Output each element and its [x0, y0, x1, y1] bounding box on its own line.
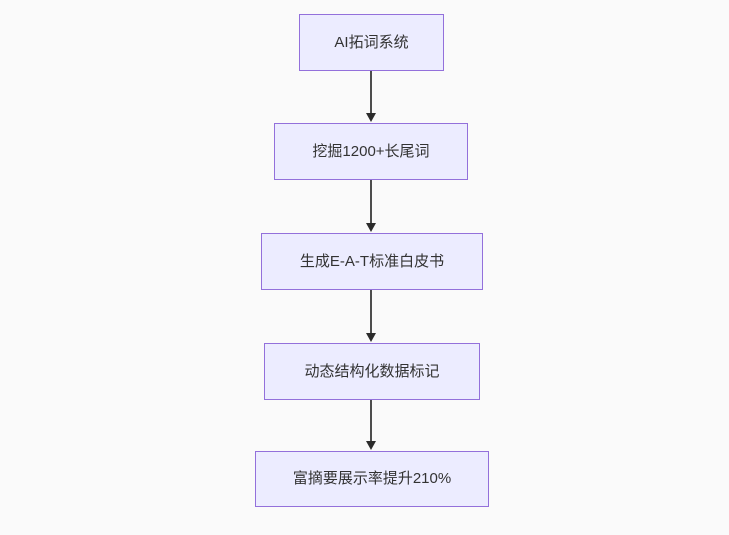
arrow-line	[370, 400, 372, 441]
arrow-line	[370, 71, 372, 113]
flow-arrow-1	[366, 71, 377, 122]
node-label: AI拓词系统	[334, 33, 409, 51]
flow-node-ai-keyword-system: AI拓词系统	[299, 14, 444, 71]
flow-arrow-2	[366, 180, 377, 232]
node-label: 动态结构化数据标记	[304, 362, 440, 380]
flow-node-structured-data-markup: 动态结构化数据标记	[264, 343, 480, 400]
flow-node-longtail-mining: 挖掘1200+长尾词	[274, 123, 468, 180]
arrow-down-icon	[366, 113, 376, 122]
arrow-down-icon	[366, 441, 376, 450]
arrow-line	[370, 180, 372, 223]
arrow-line	[370, 290, 372, 333]
node-label: 富摘要展示率提升210%	[292, 470, 452, 487]
flow-node-eat-whitepaper: 生成E-A-T标准白皮书	[261, 233, 483, 290]
arrow-down-icon	[366, 223, 376, 232]
flow-node-rich-snippet-result: 富摘要展示率提升210%	[255, 451, 489, 507]
node-label: 生成E-A-T标准白皮书	[299, 252, 445, 270]
flow-arrow-4	[366, 400, 377, 450]
arrow-down-icon	[366, 333, 376, 342]
flow-arrow-3	[366, 290, 377, 342]
node-label: 挖掘1200+长尾词	[312, 142, 430, 160]
